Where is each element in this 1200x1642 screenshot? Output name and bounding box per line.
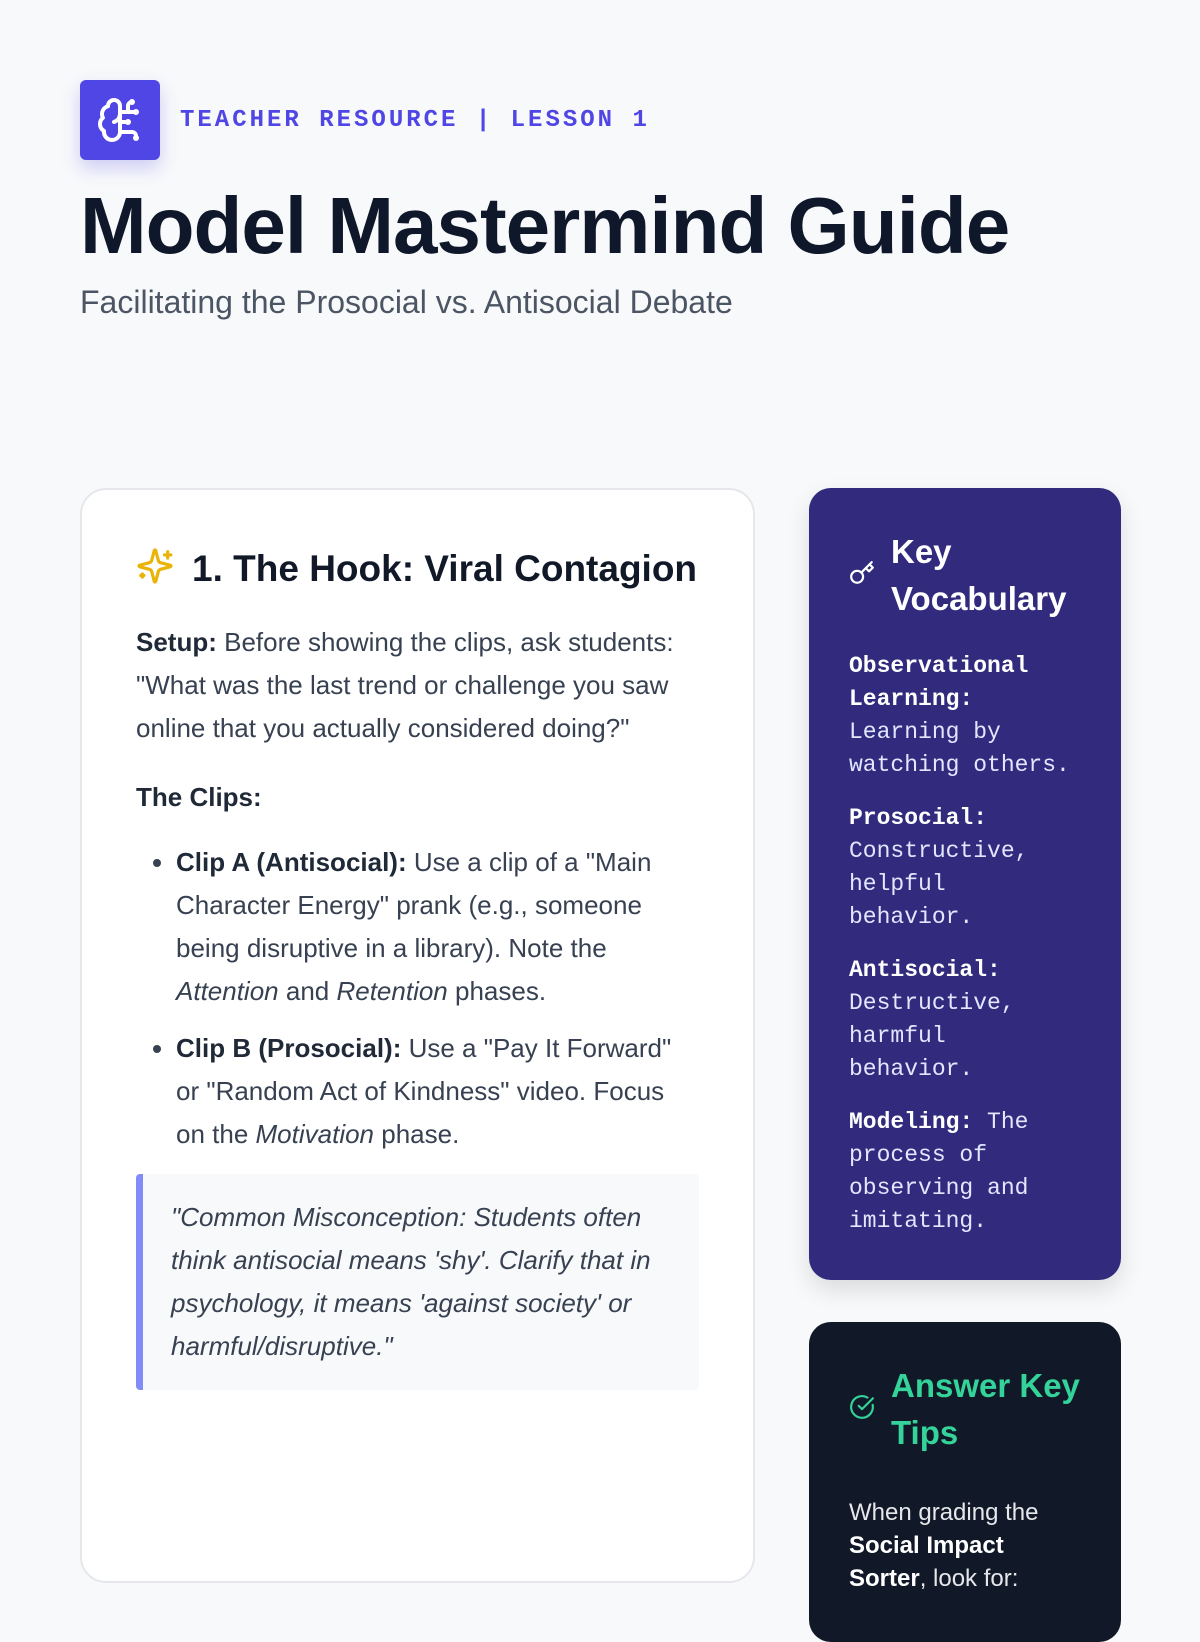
vocab-term: Prosocial: [849,805,988,831]
vocab-item: Observational Learning: Learning by watc… [849,650,1081,782]
setup-paragraph: Setup: Before showing the clips, ask stu… [136,621,699,750]
clips-label: The Clips: [136,776,699,819]
vocab-definition: Destructive, harmful behavior. [849,990,1015,1082]
sparkles-icon [136,547,174,590]
vocab-definition: The process of observing and imitating. [849,1109,1029,1234]
clips-heading: The Clips: [136,782,262,812]
answer-key-intro: When grading the Social Impact Sorter, l… [849,1496,1081,1595]
clips-list: Clip A (Antisocial): Use a clip of a "Ma… [136,841,699,1156]
page-subtitle: Facilitating the Prosocial vs. Antisocia… [80,284,733,320]
hook-card: 1. The Hook: Viral Contagion Setup: Befo… [80,488,755,1583]
answer-key-card: Answer Key Tips When grading the Social … [809,1322,1121,1642]
clip-a-and: and [278,976,337,1006]
vocab-term: Observational Learning: [849,653,1029,712]
clip-a-em: Attention [176,976,279,1006]
tips-bold: Social Impact Sorter [849,1532,1004,1592]
brain-circuit-icon [80,80,160,160]
vocab-item: Antisocial: Destructive, harmful behavio… [849,954,1081,1086]
answer-key-title: Answer Key Tips [891,1367,1080,1451]
eyebrow-label: TEACHER RESOURCE | LESSON 1 [180,106,650,134]
clip-b-em: Motivation [255,1119,375,1149]
vocab-term: Antisocial: [849,957,1001,983]
tips-end: , look for: [919,1565,1019,1592]
list-item: Clip A (Antisocial): Use a clip of a "Ma… [176,841,699,1013]
key-icon [849,560,875,591]
setup-text: Before showing the clips, ask students: … [136,627,674,743]
vocabulary-list: Observational Learning: Learning by watc… [849,650,1081,1238]
vocab-definition: Learning by watching others. [849,719,1070,778]
vocabulary-title: Key Vocabulary [891,533,1067,617]
setup-label: Setup: [136,627,217,657]
clip-a-label: Clip A (Antisocial): [176,847,407,877]
vocab-item: Modeling: The process of observing and i… [849,1106,1081,1238]
vocabulary-card: Key Vocabulary Observational Learning: L… [809,488,1121,1280]
clip-b-text: Use a "Pay It Forward" or "Random Act of… [176,1033,672,1149]
clip-a-end: phases. [447,976,547,1006]
vocab-definition: Constructive, helpful behavior. [849,838,1029,930]
clip-a-em: Retention [336,976,448,1006]
list-item: Clip B (Prosocial): Use a "Pay It Forwar… [176,1027,699,1156]
misconception-quote: "Common Misconception: Students often th… [136,1174,699,1390]
vocab-item: Prosocial: Constructive, helpful behavio… [849,802,1081,934]
check-circle-icon [849,1394,875,1425]
clip-b-end: phase. [374,1119,460,1149]
tips-intro-text: When grading the [849,1499,1039,1526]
clip-b-label: Clip B (Prosocial): [176,1033,402,1063]
page-title: Model Mastermind Guide [80,181,1010,270]
page-header: TEACHER RESOURCE | LESSON 1 Model Master… [80,80,1080,321]
vocab-term: Modeling: [849,1109,974,1135]
hook-title: 1. The Hook: Viral Contagion [192,548,698,589]
clip-a-text: Use a clip of a "Main Character Energy" … [176,847,652,963]
